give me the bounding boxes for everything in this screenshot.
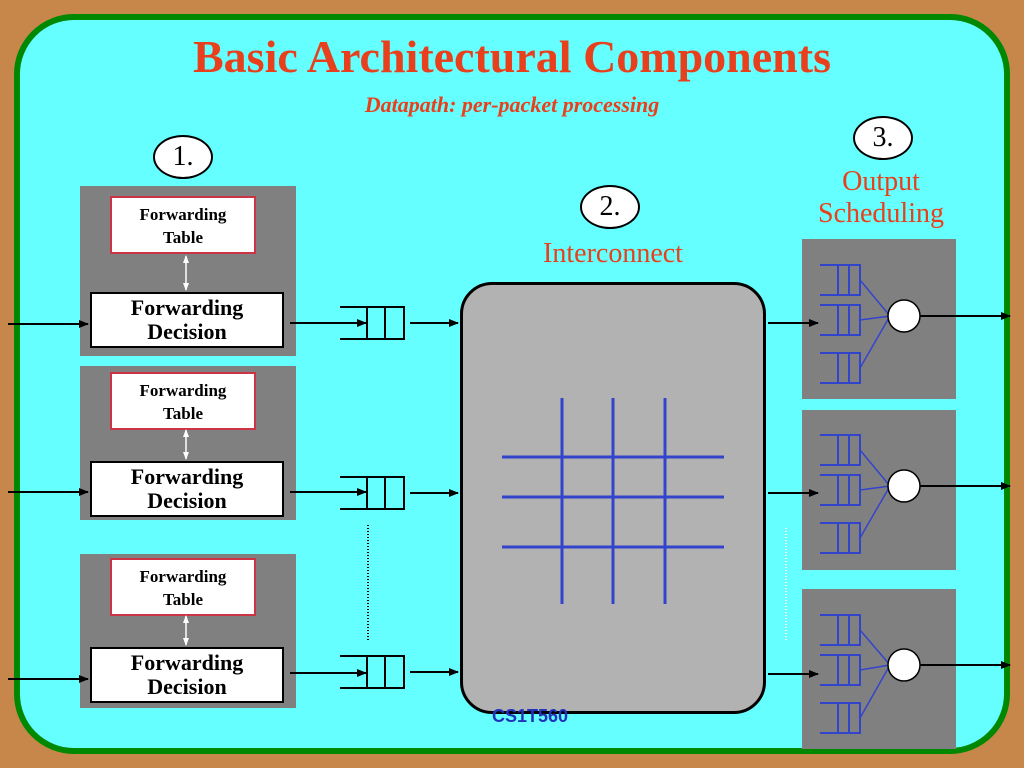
queue-to-scheduler-link	[859, 664, 891, 719]
output-queue	[820, 702, 861, 734]
output-scheduling-label: Output Scheduling	[790, 166, 972, 230]
forwarding-table-box: Forwarding Table	[110, 558, 256, 616]
interconnect-label: Interconnect	[543, 238, 683, 269]
scheduler-circle	[887, 648, 921, 682]
output-queue	[820, 264, 861, 296]
output-scheduler-1	[820, 264, 921, 384]
output-scheduler-3	[820, 614, 921, 734]
queue-to-scheduler-link	[859, 485, 891, 539]
forwarding-decision-box: Forwarding Decision	[90, 647, 284, 703]
forwarding-table-label: Forwarding	[139, 567, 227, 586]
queue-to-scheduler-link	[859, 664, 891, 671]
forwarding-decision-label: Decision	[147, 674, 227, 699]
forwarding-table-label: Table	[162, 228, 203, 247]
output-queue	[820, 434, 861, 466]
forwarding-table-label: Table	[162, 404, 203, 423]
queue-to-scheduler-link	[859, 449, 891, 487]
output-queue	[820, 654, 861, 686]
output-queue	[820, 474, 861, 506]
output-scheduler-2	[820, 434, 921, 554]
queue-to-scheduler-link	[859, 315, 891, 369]
scheduler-circle	[887, 299, 921, 333]
output-queue	[820, 304, 861, 336]
forwarding-table-box: Forwarding Table	[110, 372, 256, 430]
page-subtitle: Datapath: per-packet processing	[364, 92, 660, 117]
output-scheduler-block-2	[802, 410, 956, 570]
queue-to-scheduler-link	[859, 279, 891, 317]
footer-course-code: CS1T560	[492, 706, 569, 726]
forwarding-decision-label: Forwarding	[130, 464, 244, 489]
forwarding-decision-box: Forwarding Decision	[90, 461, 284, 517]
lookup-number-badge: 1.	[153, 135, 213, 179]
forwarding-decision-box: Forwarding Decision	[90, 292, 284, 348]
page-title: Basic Architectural Components	[192, 31, 831, 82]
forwarding-table-label: Forwarding	[139, 381, 227, 400]
interconnect-number-badge: 2.	[580, 185, 640, 229]
crossbar-grid	[502, 398, 724, 604]
output-number-badge: 3.	[853, 116, 913, 160]
queue-to-scheduler-link	[859, 315, 891, 321]
forwarding-decision-label: Forwarding	[130, 295, 244, 320]
forwarding-table-label: Forwarding	[139, 205, 227, 224]
queue-to-scheduler-link	[859, 485, 891, 491]
output-queue	[820, 522, 861, 554]
output-queue	[820, 614, 861, 646]
output-label-line1: Output	[842, 166, 920, 197]
forwarding-decision-label: Decision	[147, 488, 227, 513]
output-queue	[820, 352, 861, 384]
scheduler-circle	[887, 469, 921, 503]
forwarding-table-label: Table	[162, 590, 203, 609]
input-queue	[340, 306, 405, 689]
output-label-line2: Scheduling	[818, 198, 944, 229]
forwarding-decision-label: Decision	[147, 319, 227, 344]
forwarding-table-box: Forwarding Table	[110, 196, 256, 254]
queue-to-scheduler-link	[859, 629, 891, 666]
forwarding-decision-label: Forwarding	[130, 650, 244, 675]
